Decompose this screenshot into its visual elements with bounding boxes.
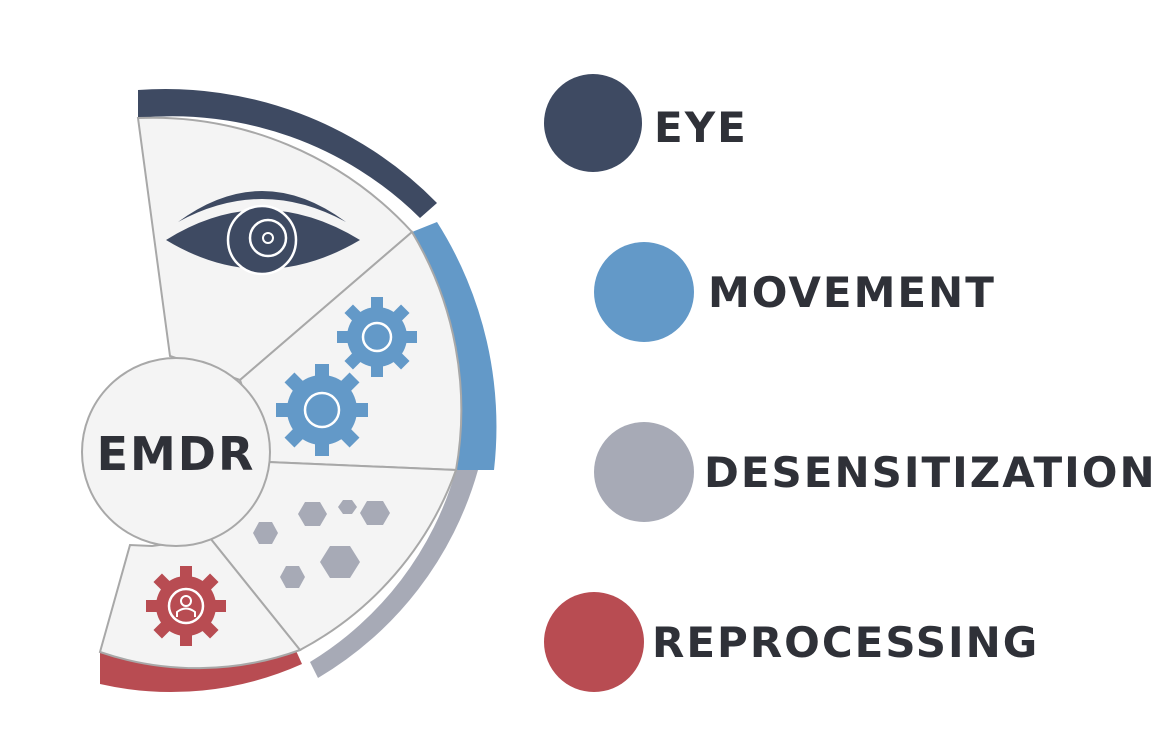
- hub-circle: [81, 357, 271, 547]
- legend-label-reprocessing: REPROCESSING: [652, 618, 1040, 667]
- desensitization-arc: [310, 470, 478, 678]
- hexagons-icon: [253, 500, 390, 588]
- legend-label-eye: EYE: [654, 103, 748, 152]
- gears-icon: [276, 297, 417, 456]
- gear-large-icon: [276, 364, 368, 456]
- hub-label: EMDR: [97, 427, 256, 481]
- legend-label-desensitization: DESENSITIZATION: [704, 448, 1157, 497]
- legend-dot-reprocessing: [544, 592, 644, 692]
- legend-dot-desensitization: [594, 422, 694, 522]
- person-gear-icon: [146, 566, 226, 646]
- legend-dot-movement: [594, 242, 694, 342]
- eye-icon: [166, 191, 360, 276]
- legend-label-movement: MOVEMENT: [708, 268, 996, 317]
- legend-dot-eye: [544, 74, 642, 172]
- eye-arc: [138, 88, 437, 219]
- gear-small-icon: [337, 297, 417, 377]
- movement-arc: [412, 222, 497, 470]
